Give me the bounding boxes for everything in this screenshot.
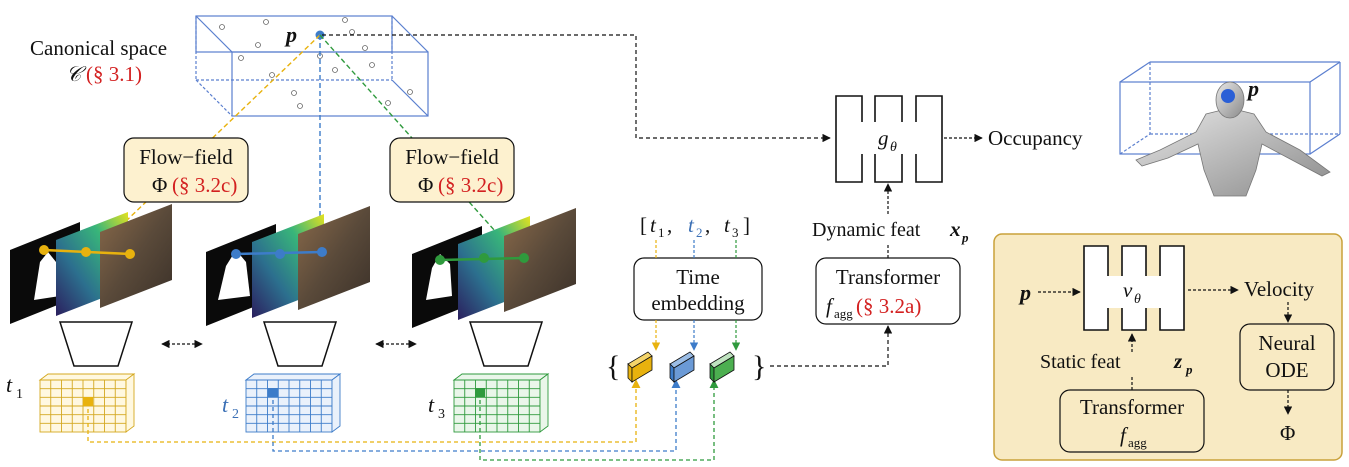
encoder-t1 [58, 321, 134, 367]
occupancy-label: Occupancy [988, 126, 1083, 150]
svg-text:1: 1 [16, 387, 23, 402]
svg-text:agg: agg [1128, 435, 1147, 450]
token-brace-close: } [752, 350, 766, 383]
dynamic-feat-label: Dynamic feat x p [812, 217, 969, 245]
time-labels: [ t 1 , t 2 , t 3 ] [640, 213, 750, 240]
token-yellow [627, 351, 653, 383]
svg-text:1: 1 [658, 225, 665, 240]
svg-text:2: 2 [696, 225, 703, 240]
route-green [479, 379, 719, 461]
feature-grid-t3 [452, 373, 550, 433]
feature-grid-t1 [38, 373, 136, 433]
svg-text:t: t [222, 392, 229, 417]
svg-text:t: t [650, 213, 657, 237]
feature-grid-t2 [244, 373, 342, 433]
svg-text:t: t [428, 392, 435, 417]
svg-text:p: p [961, 230, 969, 245]
decoder-network [835, 95, 943, 183]
svg-text:ODE: ODE [1265, 358, 1308, 382]
frame-label-t1: t 1 [6, 372, 23, 402]
svg-text:(§ 3.2c): (§ 3.2c) [172, 173, 237, 197]
svg-text:x: x [949, 217, 961, 241]
tokens-to-transformer [770, 325, 893, 367]
svg-text:(§ 3.2a): (§ 3.2a) [856, 294, 921, 318]
svg-text:v: v [1123, 278, 1133, 302]
flow-field-box-right: Flow−field Φ (§ 3.2c) [389, 137, 515, 203]
flow-field-box-left: Flow−field Φ (§ 3.2c) [123, 137, 249, 203]
svg-text:θ: θ [1134, 292, 1141, 307]
inset-phi-output: Φ [1280, 421, 1295, 445]
svg-text:3: 3 [732, 225, 739, 240]
encoder-t2 [262, 321, 338, 367]
point-p-label: p [284, 22, 297, 47]
svg-text:Static feat: Static feat [1040, 351, 1121, 373]
decoder-label: g θ [878, 126, 897, 155]
svg-text:Time: Time [676, 265, 720, 289]
svg-text:Φ: Φ [418, 173, 433, 197]
frame-label-t2: t 2 [222, 392, 239, 422]
encoder-t3 [468, 321, 544, 367]
svg-text:θ: θ [890, 140, 897, 155]
svg-text:p: p [1185, 362, 1193, 377]
canonical-cube [195, 15, 429, 117]
transformer-aggregator-box: Transformer f agg (§ 3.2a) [815, 257, 961, 325]
svg-text:2: 2 [232, 407, 239, 422]
svg-text:agg: agg [834, 306, 853, 321]
output-p-label: p [1246, 76, 1259, 101]
svg-text:Transformer: Transformer [1080, 395, 1184, 419]
p-to-decoder-arrow [322, 34, 831, 143]
svg-text:[: [ [640, 213, 647, 237]
frame-stack-t2 [206, 206, 370, 326]
svg-text:f: f [826, 294, 835, 318]
canonical-ref: (§ 3.1) [86, 62, 142, 86]
svg-text:Dynamic feat: Dynamic feat [812, 219, 921, 241]
velocity-network [1083, 245, 1185, 331]
svg-text:Flow−field: Flow−field [405, 145, 499, 169]
neural-ode-box: Neural ODE [1239, 323, 1335, 391]
velocity-net-label: v θ [1123, 278, 1141, 307]
static-feat-label: Static feat z p [1040, 349, 1193, 377]
frame-stack-t3 [412, 208, 576, 328]
svg-text:Flow−field: Flow−field [139, 145, 233, 169]
token-blue [669, 351, 695, 383]
svg-text:3: 3 [438, 407, 445, 422]
velocity-label: Velocity [1244, 277, 1314, 301]
svg-text:,: , [705, 213, 710, 237]
svg-text:f: f [1120, 423, 1129, 447]
svg-text:t: t [688, 213, 695, 237]
svg-text:t: t [724, 213, 731, 237]
svg-text:g: g [878, 126, 889, 150]
canonical-symbol: 𝒞 [66, 62, 87, 86]
svg-text:t: t [6, 372, 13, 397]
route-blue [272, 379, 681, 452]
inset-p-input: p [1018, 280, 1031, 305]
point-p-output [1221, 89, 1235, 103]
token-brace-open: { [606, 350, 620, 383]
frame-stack-t1 [10, 204, 172, 324]
token-green [709, 351, 735, 383]
svg-text:]: ] [743, 213, 750, 237]
time-embedding-box: Time embedding [633, 257, 763, 321]
svg-text:embedding: embedding [651, 291, 745, 315]
canonical-title: Canonical space [30, 36, 167, 60]
frame-label-t3: t 3 [428, 392, 445, 422]
svg-text:Transformer: Transformer [836, 265, 940, 289]
inset-transformer-box: Transformer f agg [1059, 389, 1205, 453]
svg-text:,: , [667, 213, 672, 237]
svg-text:(§ 3.2c): (§ 3.2c) [438, 173, 503, 197]
svg-text:Φ: Φ [152, 173, 167, 197]
route-yellow [87, 379, 641, 443]
svg-text:Neural: Neural [1258, 331, 1315, 355]
sample-points [219, 17, 413, 109]
svg-text:z: z [1173, 349, 1183, 373]
